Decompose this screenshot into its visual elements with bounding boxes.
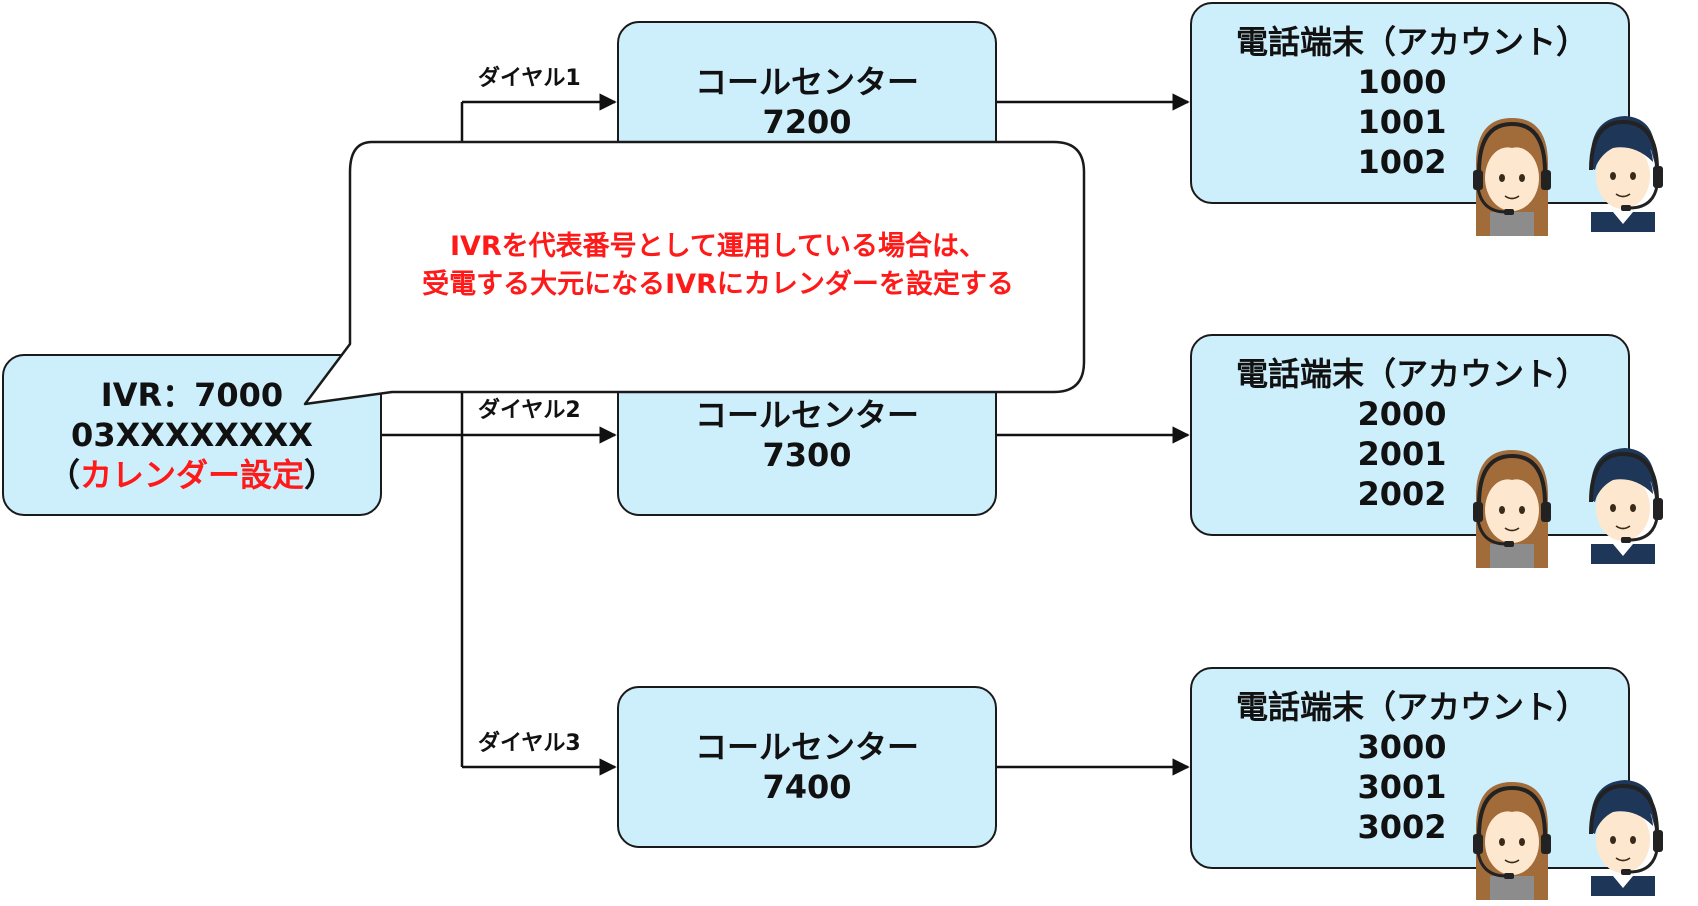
terminal-node-2: 電話端末（アカウント） 2000 2001 2002 [1190,334,1630,536]
calendar-setting-label: カレンダー設定 [79,456,304,494]
call-center-label: コールセンター [694,728,919,766]
male-operator-icon [1589,780,1663,896]
terminal-title: 電話端末（アカウント） [1235,688,1588,726]
account-number: 2001 [1357,435,1447,473]
dial-label-2: ダイヤル2 [478,398,581,423]
paren-open: （ [47,456,80,494]
callout-line-1: IVRを代表番号として運用している場合は、 [449,231,987,262]
call-center-label: コールセンター [694,63,919,101]
ivr-calendar-note: （カレンダー設定） [48,455,336,495]
male-operator-icon [1589,116,1663,232]
call-center-number: 7300 [762,436,852,474]
ivr-phone-number: 03XXXXXXXX [71,416,313,454]
account-number: 3001 [1357,768,1447,806]
terminal-title: 電話端末（アカウント） [1235,355,1588,393]
callout-message: IVRを代表番号として運用している場合は、 受電する大元になるIVRにカレンダー… [350,228,1086,304]
account-number: 3000 [1357,728,1447,766]
account-number: 3002 [1357,808,1447,846]
call-center-node-3: コールセンター 7400 [617,686,997,848]
call-center-number: 7200 [762,103,852,141]
account-number: 2000 [1357,395,1447,433]
account-number: 2002 [1357,475,1447,513]
ivr-number: IVR：7000 [100,376,284,414]
female-operator-icon [1473,782,1551,900]
call-center-number: 7400 [762,768,852,806]
callout-shape [303,140,1086,406]
female-operator-icon [1473,450,1551,568]
dial-label-3: ダイヤル3 [478,731,581,756]
callout-line-2: 受電する大元になるIVRにカレンダーを設定する [422,269,1014,300]
male-operator-icon [1589,448,1663,564]
ivr-node: IVR：7000 03XXXXXXXX （カレンダー設定） [2,354,382,516]
terminal-node-3: 電話端末（アカウント） 3000 3001 3002 [1190,667,1630,869]
terminal-title: 電話端末（アカウント） [1235,23,1588,61]
account-number: 1000 [1357,63,1447,101]
call-center-label: コールセンター [694,396,919,434]
account-number: 1002 [1357,143,1447,181]
dial-label-1: ダイヤル1 [478,66,581,91]
paren-close: ） [304,456,337,494]
female-operator-icon [1473,118,1551,236]
account-number: 1001 [1357,103,1447,141]
terminal-node-1: 電話端末（アカウント） 1000 1001 1002 [1190,2,1630,204]
